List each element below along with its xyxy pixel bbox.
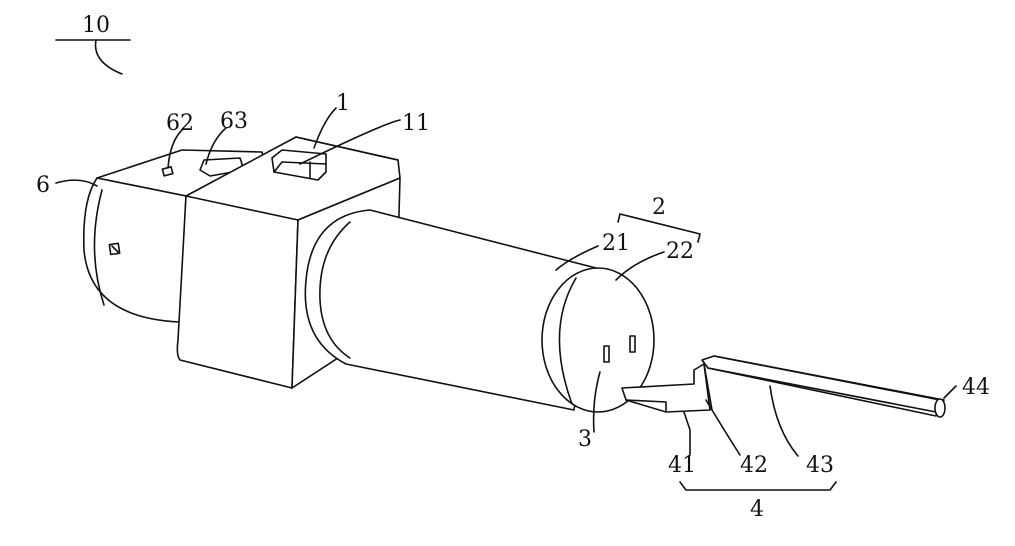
label-probe-segment-3: 43 [806, 453, 834, 478]
label-body-sleeve: 21 [602, 231, 630, 256]
body-part [304, 209, 655, 413]
label-probe-tip: 44 [962, 375, 990, 400]
probe-tip [934, 398, 946, 418]
reference-labels: 10 6 62 63 1 11 2 21 22 3 41 42 43 44 4 [36, 13, 990, 522]
label-connector-latch: 63 [220, 109, 248, 134]
label-probe-segment-1: 41 [668, 453, 696, 478]
connector-slot [161, 166, 174, 177]
label-socket: 3 [578, 427, 592, 452]
socket-slot-2 [629, 335, 636, 353]
body-sleeve [304, 209, 597, 411]
label-body-end-cap: 22 [666, 239, 694, 264]
probe-part [621, 355, 946, 418]
socket-slot-1 [603, 345, 610, 363]
label-connector-slot: 62 [166, 111, 194, 136]
label-head-button: 11 [402, 111, 430, 136]
leader-lines [55, 39, 957, 491]
label-head: 1 [336, 91, 350, 116]
label-probe: 4 [750, 497, 764, 522]
label-probe-segment-2: 42 [740, 453, 768, 478]
label-body: 2 [652, 195, 666, 220]
label-assembly: 10 [82, 13, 110, 38]
label-connector: 6 [36, 173, 50, 198]
body-end-cap [541, 267, 655, 413]
